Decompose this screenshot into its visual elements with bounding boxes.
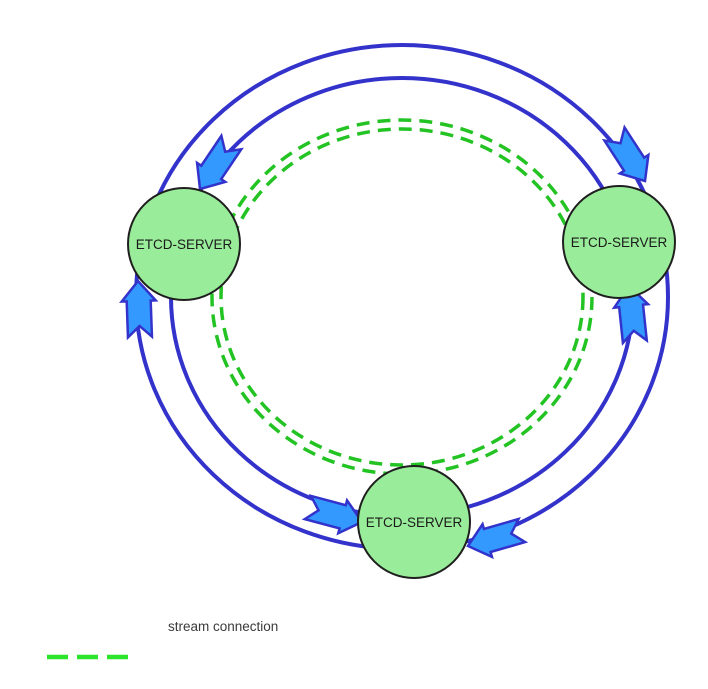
node-label: ETCD-SERVER	[571, 235, 668, 250]
inner-blue-ring	[169, 76, 635, 518]
arrow-top-right-icon	[601, 124, 650, 183]
node-circle	[127, 187, 241, 301]
arrow-right-up-icon	[611, 284, 651, 346]
arrow-bottom-left-icon	[301, 493, 364, 536]
etcd-server-node-right: ETCD-SERVER	[562, 185, 676, 299]
arrow-left-up-icon	[119, 279, 159, 341]
etcd-server-node-left: ETCD-SERVER	[127, 187, 241, 301]
node-label: ETCD-SERVER	[366, 515, 463, 530]
arrow-bottom-right-icon	[466, 517, 529, 560]
node-label: ETCD-SERVER	[136, 237, 233, 252]
legend-stream-connection-label: stream connection	[168, 619, 278, 634]
legend: stream connection	[47, 619, 278, 660]
node-circle	[357, 465, 471, 579]
arrow-top-left-icon	[195, 132, 244, 191]
inner-stream-connection-ring	[219, 127, 585, 467]
node-circle	[562, 185, 676, 299]
outer-stream-connection-ring	[210, 118, 594, 476]
etcd-server-node-bottom: ETCD-SERVER	[357, 465, 471, 579]
